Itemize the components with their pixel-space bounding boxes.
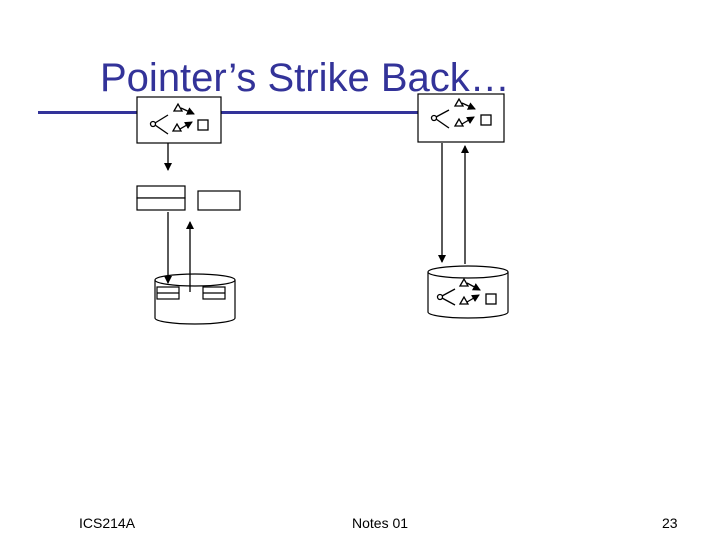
footer-course: ICS214A (79, 515, 136, 531)
pointer-glyph-icon (436, 277, 497, 306)
buffer-record-stack (136, 185, 186, 211)
title-underline (38, 111, 500, 114)
pointer-glyph-icon (149, 102, 209, 135)
connector-arrows (164, 143, 469, 292)
disk-right (427, 265, 509, 319)
slide-title: Pointer’s Strike Back… (100, 56, 510, 100)
memory-object-right (417, 93, 505, 143)
memory-object-left (136, 96, 222, 144)
buffer-record-single (197, 190, 241, 211)
footer-notes: Notes 01 (352, 515, 409, 531)
pointer-glyph-icon (430, 97, 492, 129)
disk-left (154, 273, 236, 325)
footer-page-number: 23 (662, 515, 678, 531)
